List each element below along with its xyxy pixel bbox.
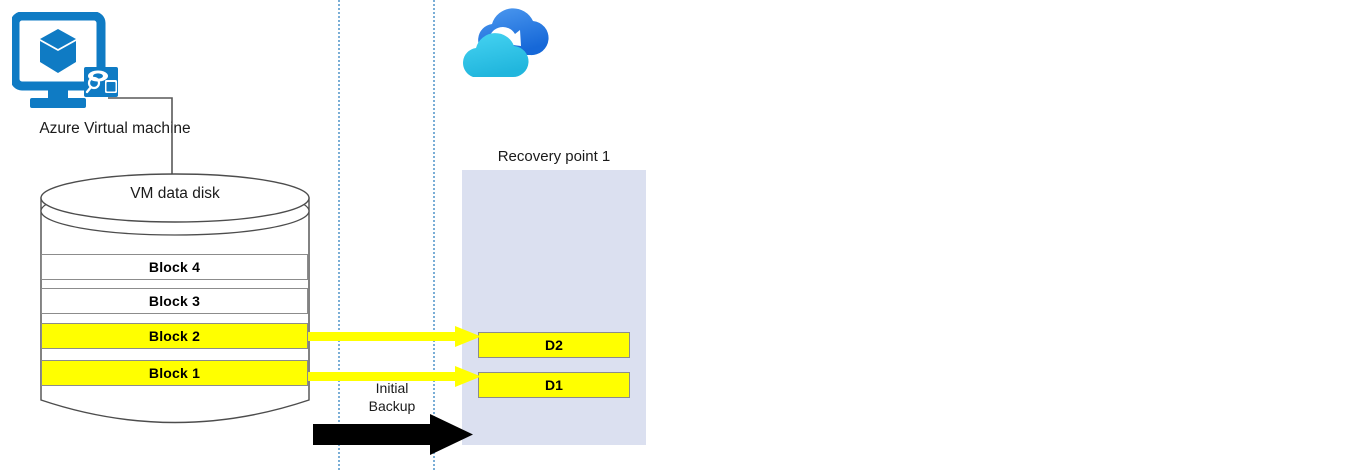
recovery-block-d1: D1 (478, 372, 630, 398)
azure-virtual-machine-icon (10, 11, 122, 112)
vm-to-disk-connector (108, 97, 173, 184)
disk-block-1: Block 1 (41, 360, 308, 386)
initial-backup-line1: Initial (375, 380, 409, 396)
disk-block-2: Block 2 (41, 323, 308, 349)
yellow-arrow-block2-d2 (308, 326, 481, 347)
initial-backup-arrow (313, 414, 473, 455)
recovery-point-title: Recovery point 1 (497, 148, 611, 165)
guide-line-left (338, 0, 340, 470)
initial-backup-line2: Backup (368, 398, 416, 414)
recovery-point-panel (462, 170, 646, 445)
recovery-block-d2: D2 (478, 332, 630, 358)
yellow-arrow-block1-d1 (308, 366, 481, 387)
disk-block-3: Block 3 (41, 288, 308, 314)
guide-line-right (433, 0, 435, 470)
initial-backup-caption: Initial Backup (340, 379, 444, 415)
azure-backup-cloud-icon (455, 5, 565, 95)
vm-label: Azure Virtual machine (39, 120, 191, 137)
vm-data-disk-label: VM data disk (130, 185, 220, 202)
disk-block-4: Block 4 (41, 254, 308, 280)
